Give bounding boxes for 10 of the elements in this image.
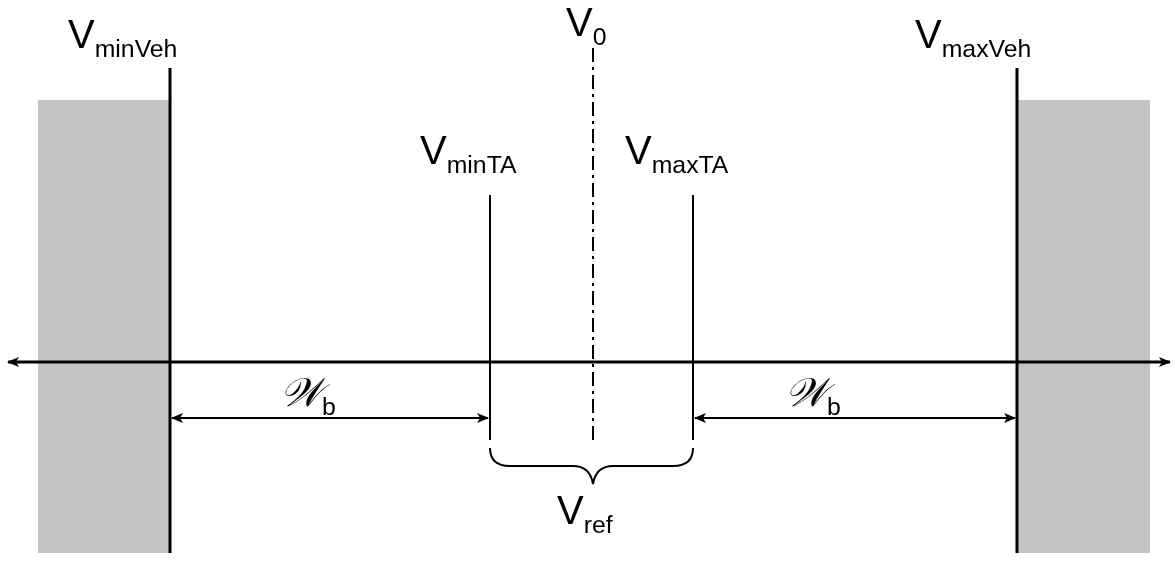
width-label: 𝒲$_{b}$	[280, 372, 336, 420]
velocity-label: V$_{maxVeh}$	[915, 14, 1032, 62]
velocity-label: V$_{minTA}$	[420, 130, 517, 178]
velocity-label: V$_{ref}$	[557, 490, 613, 538]
width-label: 𝒲$_{b}$	[785, 372, 841, 420]
velocity-label: V$_{maxTA}$	[625, 130, 729, 178]
shaded-region	[1017, 100, 1150, 553]
shaded-region	[38, 100, 170, 553]
velocity-label: V$_{minVeh}$	[68, 14, 178, 62]
velocity-label: V$_{0}$	[566, 2, 607, 50]
